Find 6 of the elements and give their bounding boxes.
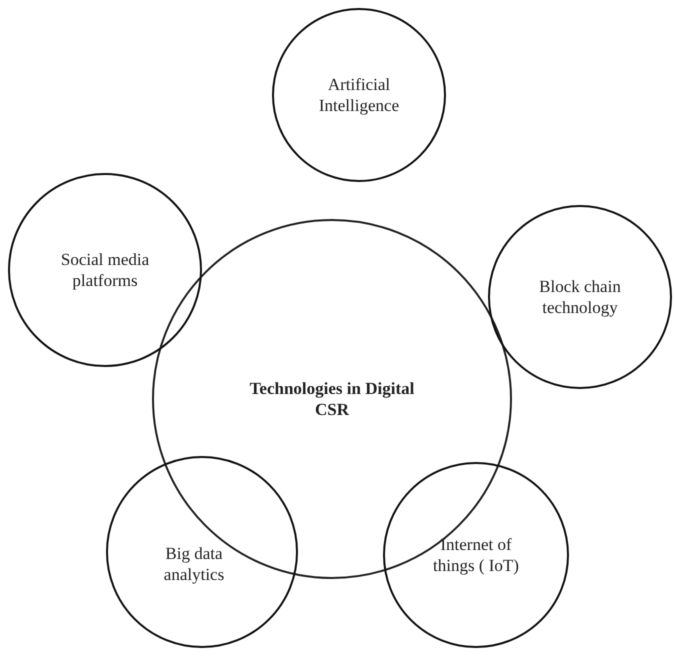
- topic-label: Big data analytics: [162, 542, 226, 586]
- topic-label: Block chain technology: [538, 276, 622, 318]
- topic-label: Internet of things ( IoT): [432, 534, 520, 576]
- center-title: Technologies in Digital CSR: [248, 378, 416, 420]
- topic-label: Artificial Intelligence: [318, 74, 400, 116]
- topic-label: Social media platforms: [60, 248, 150, 292]
